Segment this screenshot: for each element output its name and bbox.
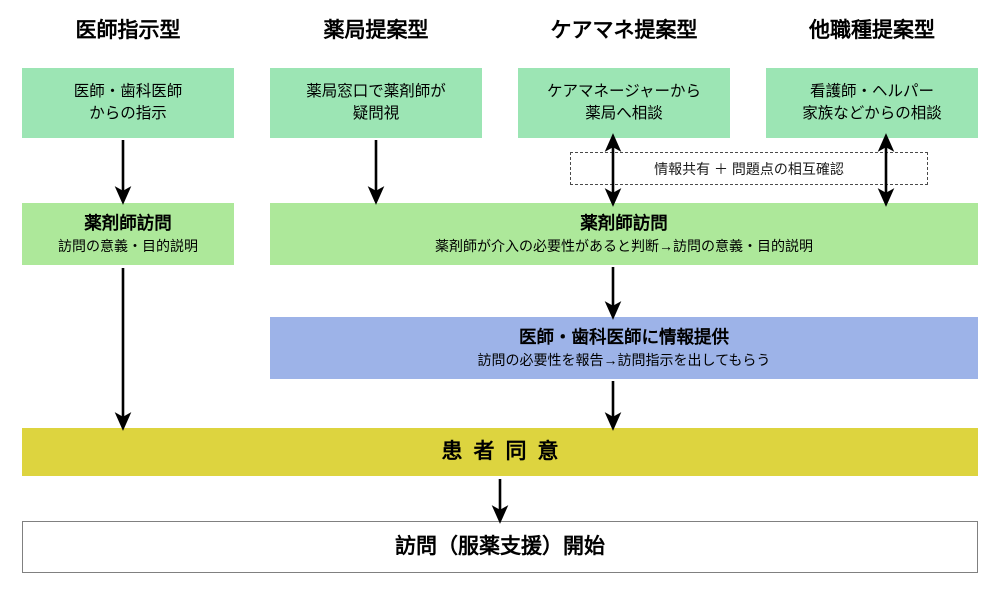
patient-consent-label: 患者同意 bbox=[441, 440, 570, 464]
pharmacist-visit-left-box: 薬剤師訪問 訪問の意義・目的説明 bbox=[22, 203, 234, 265]
source-box-line2: 家族などからの相談 bbox=[802, 105, 942, 122]
source-box-line1: 医師・歯科医師 bbox=[73, 83, 183, 100]
patient-consent-bar: 患者同意 bbox=[22, 428, 978, 476]
visit-start-box: 訪問（服薬支援）開始 bbox=[22, 521, 978, 573]
pharmacist-visit-left-subtitle: 訪問の意義・目的説明 bbox=[58, 237, 198, 254]
column-title-other-profession-proposal: 他職種提案型 bbox=[809, 19, 935, 42]
source-box-doctor-instruction: 医師・歯科医師 からの指示 bbox=[22, 68, 234, 138]
report-to-doctor-subtitle: 訪問の必要性を報告→訪問指示を出してもらう bbox=[477, 351, 771, 368]
pharmacist-visit-wide-box: 薬剤師訪問 薬剤師が介入の必要性があると判断→訪問の意義・目的説明 bbox=[270, 203, 978, 265]
pharmacist-visit-left-title: 薬剤師訪問 bbox=[84, 213, 172, 234]
source-box-line1: 薬局窓口で薬剤師が bbox=[306, 83, 446, 100]
source-box-other-profession-proposal: 看護師・ヘルパー 家族などからの相談 bbox=[766, 68, 978, 138]
source-box-pharmacy-proposal: 薬局窓口で薬剤師が 疑問視 bbox=[270, 68, 482, 138]
column-title-pharmacy-proposal: 薬局提案型 bbox=[323, 19, 429, 42]
report-to-doctor-title: 医師・歯科医師に情報提供 bbox=[519, 327, 729, 348]
visit-start-label: 訪問（服薬支援）開始 bbox=[395, 535, 605, 559]
information-sharing-note: 情報共有 ＋ 問題点の相互確認 bbox=[570, 152, 928, 185]
source-box-line1: 看護師・ヘルパー bbox=[809, 83, 934, 100]
pharmacist-visit-wide-title: 薬剤師訪問 bbox=[580, 213, 668, 234]
source-box-line1: ケアマネージャーから bbox=[547, 83, 701, 100]
column-title-caremanager-proposal: ケアマネ提案型 bbox=[550, 19, 698, 42]
source-box-line2: 疑問視 bbox=[352, 105, 400, 122]
source-box-line2: からの指示 bbox=[89, 105, 167, 122]
column-title-doctor-instruction: 医師指示型 bbox=[75, 19, 181, 42]
pharmacist-visit-wide-subtitle: 薬剤師が介入の必要性があると判断→訪問の意義・目的説明 bbox=[435, 237, 813, 254]
report-to-doctor-box: 医師・歯科医師に情報提供 訪問の必要性を報告→訪問指示を出してもらう bbox=[270, 317, 978, 379]
information-sharing-label: 情報共有 ＋ 問題点の相互確認 bbox=[654, 160, 844, 177]
source-box-caremanager-proposal: ケアマネージャーから 薬局へ相談 bbox=[518, 68, 730, 138]
source-box-line2: 薬局へ相談 bbox=[585, 105, 663, 122]
